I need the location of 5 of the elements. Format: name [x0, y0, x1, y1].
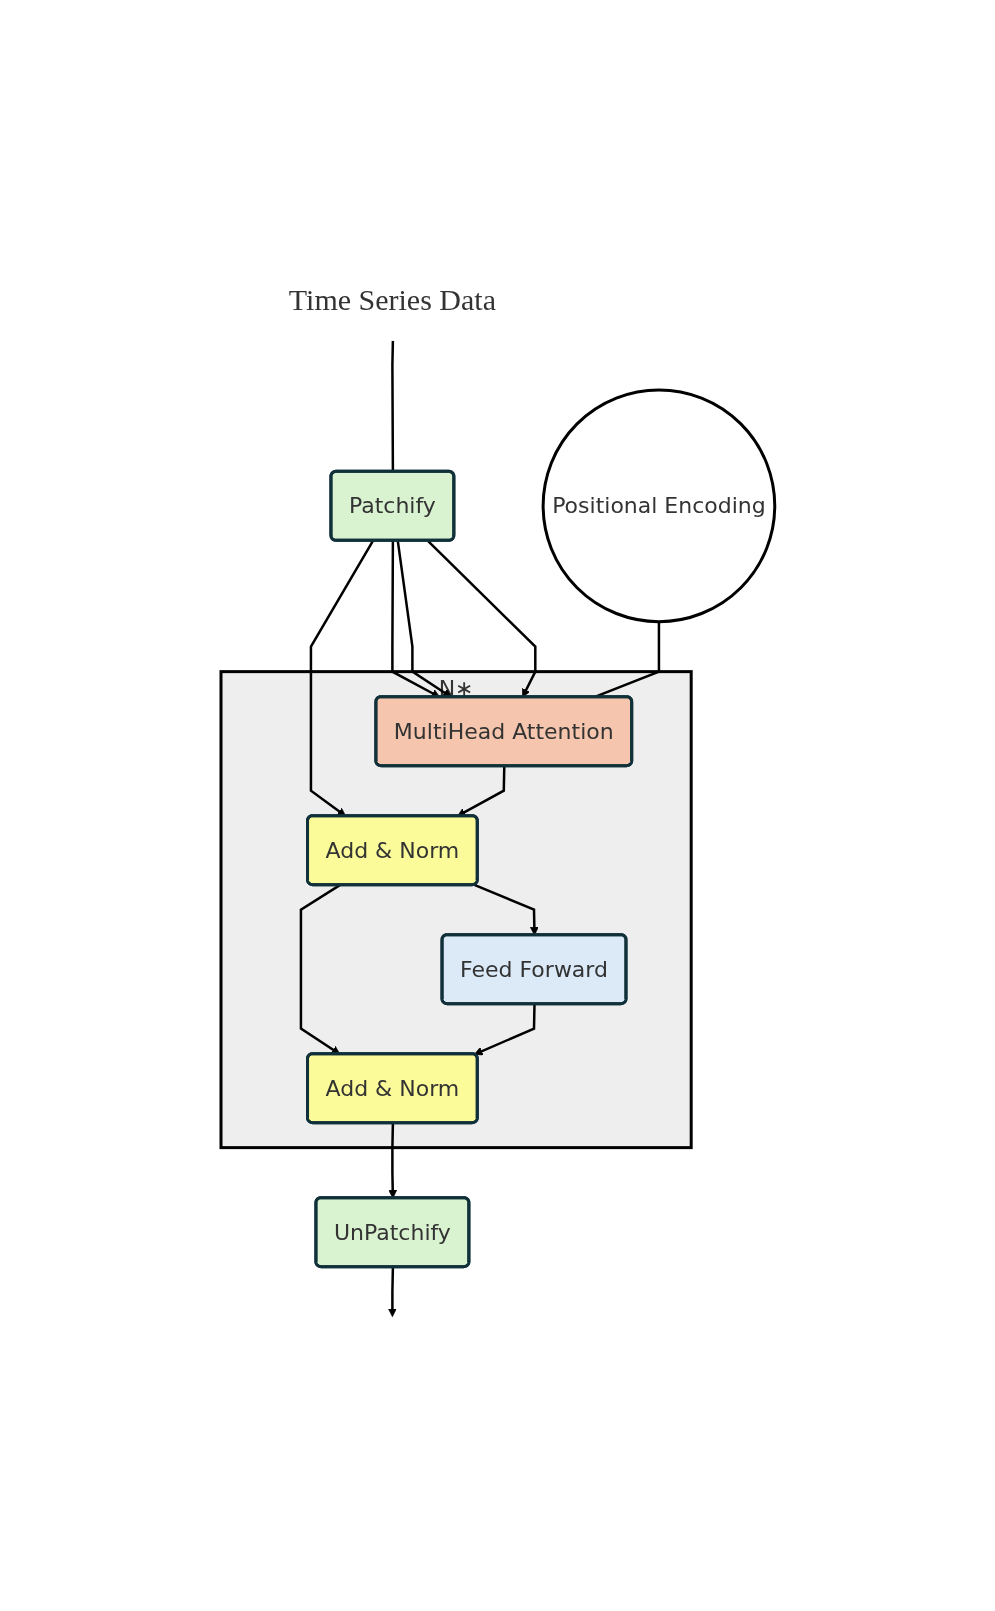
- arrow: [387, 1266, 397, 1317]
- arrow: [473, 1003, 536, 1055]
- connector: [390, 340, 394, 472]
- node-text: Time Series Data: [288, 282, 496, 316]
- node-circle: Positional Encoding: [541, 388, 776, 623]
